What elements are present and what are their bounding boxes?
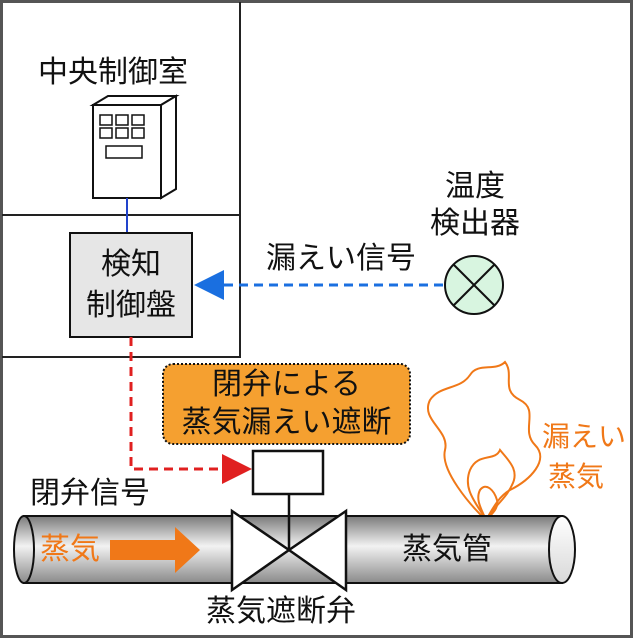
detection-panel-box <box>69 232 193 338</box>
panel-label-line2: 制御盤 <box>86 288 176 323</box>
steam-flow-arrow-icon <box>110 527 200 573</box>
control-room-label: 中央制御室 <box>38 55 188 90</box>
close-signal-label: 閉弁信号 <box>30 476 150 511</box>
leak-steam-label-line1: 漏えい <box>542 420 627 453</box>
temp-detector-label-line2: 検出器 <box>430 206 520 241</box>
valve-close-callout-box <box>162 363 411 445</box>
shutoff-valve-icon <box>230 449 348 593</box>
panel-label-line1: 検知 <box>101 247 161 282</box>
callout-label-line1: 閉弁による <box>211 367 362 402</box>
steam-label: 蒸気 <box>40 532 100 567</box>
callout-label-line2: 蒸気漏えい遮断 <box>181 405 392 440</box>
temp-detector-label-line1: 温度 <box>445 169 505 204</box>
temperature-detector-icon <box>444 255 504 315</box>
steam-pipe-label: 蒸気管 <box>402 532 492 567</box>
leak-signal-label: 漏えい信号 <box>266 241 416 276</box>
control-cabinet-icon <box>89 94 180 200</box>
leak-steam-label-line2: 蒸気 <box>548 460 605 493</box>
shutoff-valve-label: 蒸気遮断弁 <box>206 594 356 629</box>
leak-steam-icon <box>427 360 542 523</box>
